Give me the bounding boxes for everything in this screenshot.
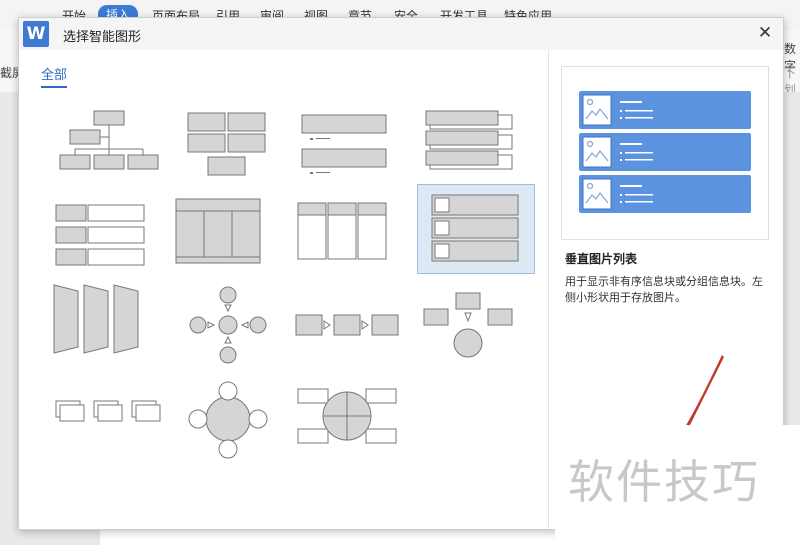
preview-title: 垂直图片列表	[565, 252, 638, 266]
dialog-titlebar: W 选择智能图形 ✕	[19, 18, 783, 50]
template-stacked-list[interactable]	[409, 96, 527, 186]
close-button[interactable]: ✕	[757, 23, 773, 43]
toolbar-text-number[interactable]: 数字	[784, 42, 797, 73]
tab-all[interactable]: 全部	[41, 64, 68, 88]
template-staggered-process[interactable]	[49, 372, 167, 462]
template-circle-matrix[interactable]	[289, 372, 407, 462]
wps-logo-icon: W	[23, 21, 49, 47]
template-trapezoid-list[interactable]	[49, 280, 167, 370]
dialog-title: 选择智能图形	[63, 30, 142, 45]
template-block-grid[interactable]	[169, 96, 287, 186]
org-chart-icon	[59, 110, 159, 170]
staggered-process-icon	[55, 400, 161, 422]
template-converging-arrows[interactable]	[409, 280, 527, 370]
template-table-hierarchy[interactable]	[169, 188, 287, 278]
circle-matrix-icon	[297, 388, 397, 444]
stacked-list-icon	[425, 110, 513, 170]
template-vertical-bullet-list[interactable]	[289, 96, 407, 186]
horizontal-bullets-icon	[55, 204, 145, 266]
trapezoid-list-icon	[53, 284, 139, 354]
template-gallery	[49, 96, 535, 516]
preview-panel	[561, 66, 769, 240]
template-org-chart[interactable]	[49, 96, 167, 186]
preview-description: 用于显示非有序信息块或分组信息块。左侧小形状用于存放图片。	[565, 275, 763, 304]
panel-divider	[548, 50, 549, 529]
smart-art-dialog: W 选择智能图形 ✕ 全部	[18, 17, 784, 530]
hub-circles-icon	[188, 381, 268, 459]
column-list-icon	[297, 202, 387, 260]
basic-process-icon	[295, 314, 399, 336]
watermark-text: 软件技巧	[568, 455, 760, 509]
watermark-background	[555, 425, 800, 545]
vertical-bullet-list-icon	[301, 114, 387, 174]
vertical-picture-list-preview	[579, 91, 751, 213]
radial-cycle-icon	[189, 286, 267, 364]
converging-arrows-icon	[423, 292, 513, 358]
template-column-list[interactable]	[289, 188, 407, 278]
vertical-picture-list-icon	[431, 194, 519, 262]
annotation-stroke	[684, 355, 724, 429]
template-vertical-picture-list[interactable]	[417, 184, 535, 274]
template-horizontal-bullets[interactable]	[49, 188, 167, 278]
template-basic-process[interactable]	[289, 280, 407, 370]
table-hierarchy-icon	[175, 198, 261, 264]
template-hub-circles[interactable]	[169, 372, 287, 462]
template-radial-cycle[interactable]	[169, 280, 287, 370]
block-grid-icon	[187, 112, 266, 176]
